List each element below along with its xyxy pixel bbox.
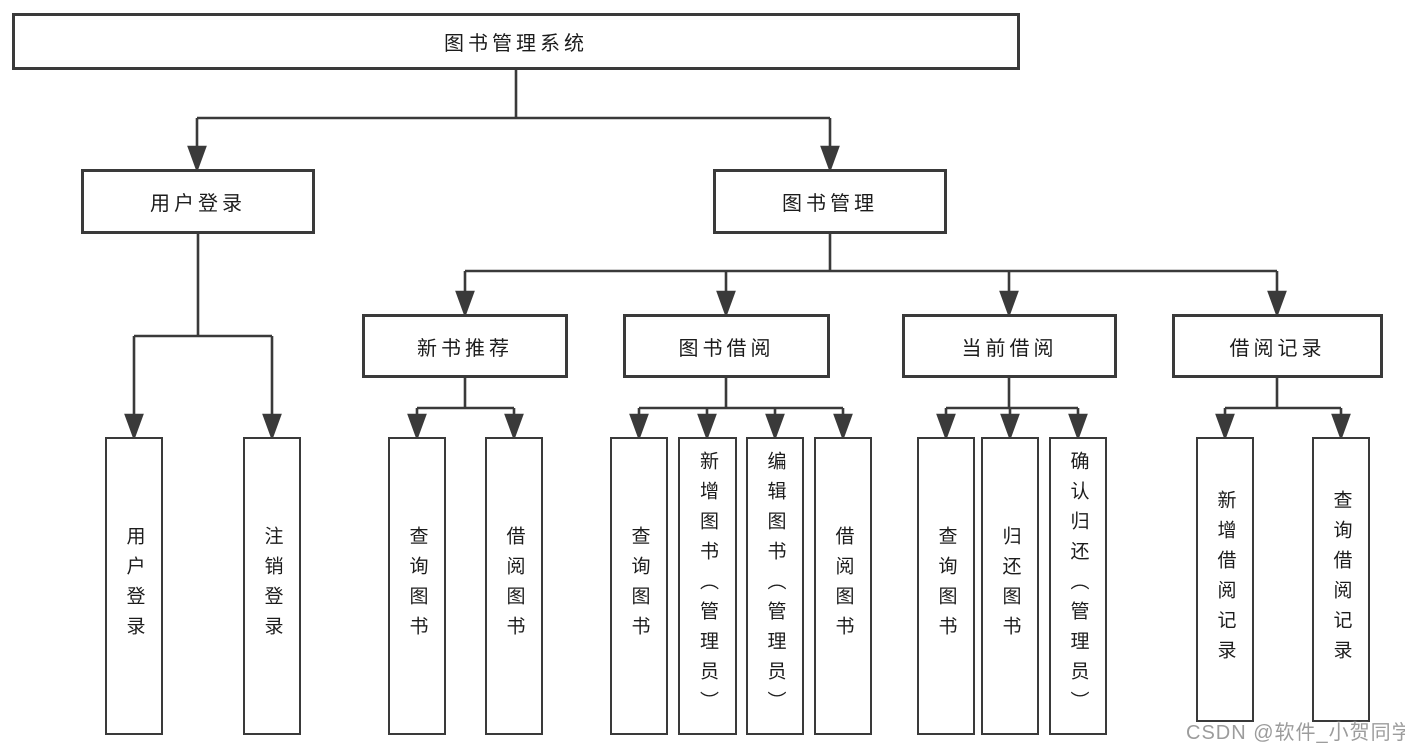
leaf-return-books-label: 归还图书 <box>999 526 1021 646</box>
watermark-text: CSDN @软件_小贺同学 <box>1186 722 1405 744</box>
arrowhead-cb-return <box>1000 413 1020 441</box>
node-book-management: 图书管理 <box>713 169 947 234</box>
node-book-management-label: 图书管理 <box>782 193 878 215</box>
node-user-login-label: 用户登录 <box>150 193 246 215</box>
arrowhead-br-add <box>1215 413 1235 441</box>
leaf-query-books-2: 查询图书 <box>610 437 668 735</box>
arrowhead-br-query <box>1331 413 1351 441</box>
arrowhead-leaf-login <box>124 413 144 441</box>
node-borrow-records-label: 借阅记录 <box>1229 337 1326 360</box>
leaf-query-books-3-label: 查询图书 <box>935 526 957 646</box>
leaf-add-borrow-record-label: 新增借阅记录 <box>1214 489 1236 670</box>
leaf-user-login: 用户登录 <box>105 437 163 735</box>
leaf-add-books-admin-label: 新增图书（管理员） <box>697 451 718 721</box>
arrowhead-nb-borrow <box>504 413 524 441</box>
leaf-borrow-books-1-label: 借阅图书 <box>503 526 525 646</box>
leaf-edit-books-admin-label: 编辑图书（管理员） <box>764 451 786 721</box>
arrowhead-leaf-logout <box>262 413 282 441</box>
leaf-return-books: 归还图书 <box>981 437 1039 735</box>
arrowhead-nb-query <box>407 413 427 441</box>
leaf-confirm-return-admin: 确认归还（管理员） <box>1049 437 1107 735</box>
leaf-query-borrow-record: 查询借阅记录 <box>1312 437 1370 722</box>
arrowhead-bb-borrow <box>833 413 853 441</box>
leaf-borrow-books-2-label: 借阅图书 <box>832 526 854 646</box>
arrowhead-bb-query <box>629 413 649 441</box>
arrowhead-current-borrow <box>999 290 1019 318</box>
node-book-borrow-label: 图书借阅 <box>678 337 775 360</box>
node-book-borrow: 图书借阅 <box>623 314 830 378</box>
leaf-borrow-books-1: 借阅图书 <box>485 437 543 735</box>
leaf-confirm-return-admin-label: 确认归还（管理员） <box>1067 451 1089 721</box>
arrowhead-bb-edit <box>765 413 785 441</box>
arrowhead-bb-add <box>697 413 717 441</box>
node-new-book-recommend: 新书推荐 <box>362 314 568 378</box>
leaf-user-login-label: 用户登录 <box>123 526 145 646</box>
arrowhead-new-book <box>455 290 475 318</box>
node-user-login: 用户登录 <box>81 169 315 234</box>
leaf-add-borrow-record: 新增借阅记录 <box>1196 437 1254 722</box>
leaf-edit-books-admin: 编辑图书（管理员） <box>746 437 804 735</box>
leaf-logout: 注销登录 <box>243 437 301 735</box>
node-library-management-system-label: 图书管理系统 <box>444 33 588 55</box>
leaf-query-books-1-label: 查询图书 <box>406 526 428 646</box>
arrowhead-book-management <box>820 145 840 173</box>
arrowhead-borrow-records <box>1267 290 1287 318</box>
leaf-add-books-admin: 新增图书（管理员） <box>678 437 737 735</box>
leaf-query-books-1: 查询图书 <box>388 437 446 735</box>
node-current-borrow-label: 当前借阅 <box>961 337 1058 360</box>
arrowhead-user-login <box>187 145 207 173</box>
leaf-query-borrow-record-label: 查询借阅记录 <box>1330 489 1352 670</box>
arrowhead-cb-query <box>936 413 956 441</box>
node-library-management-system: 图书管理系统 <box>12 13 1020 70</box>
node-current-borrow: 当前借阅 <box>902 314 1117 378</box>
leaf-query-books-3: 查询图书 <box>917 437 975 735</box>
node-new-book-recommend-label: 新书推荐 <box>417 337 513 360</box>
leaf-query-books-2-label: 查询图书 <box>628 526 650 646</box>
arrowhead-cb-confirm <box>1068 413 1088 441</box>
node-borrow-records: 借阅记录 <box>1172 314 1383 378</box>
arrowhead-book-borrow <box>716 290 736 318</box>
leaf-logout-label: 注销登录 <box>261 526 283 646</box>
leaf-borrow-books-2: 借阅图书 <box>814 437 872 735</box>
